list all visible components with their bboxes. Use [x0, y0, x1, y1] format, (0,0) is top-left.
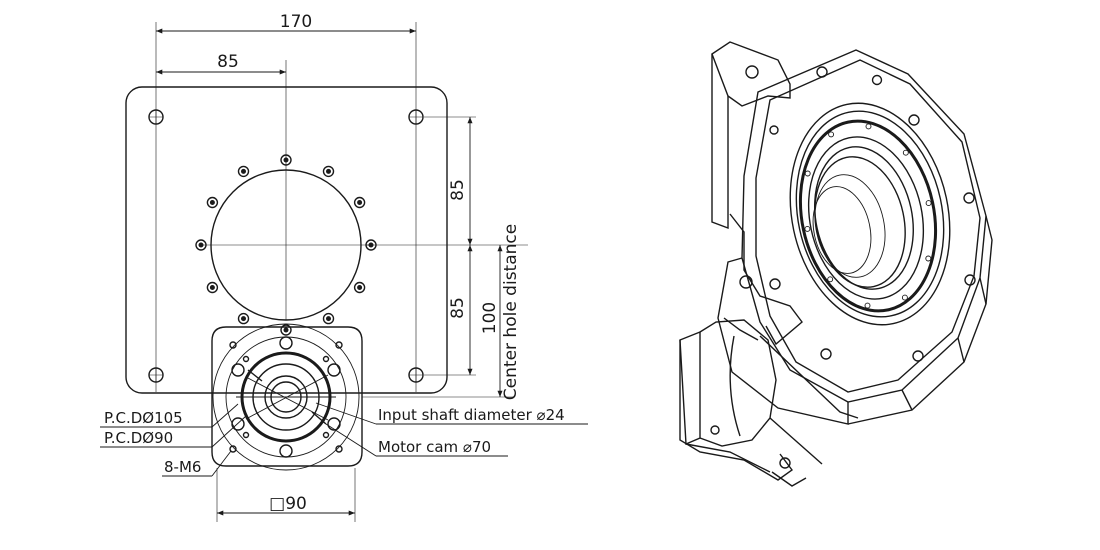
square-90-label: □90	[269, 494, 307, 514]
ring-bolt-hole	[827, 276, 834, 283]
bore-bolt-hole	[322, 165, 335, 178]
dim-85-h-label: 85	[217, 52, 239, 72]
bore-bolt-hole-core	[198, 242, 204, 248]
dimension-170: 170	[156, 12, 416, 34]
pcd-90-label: P.C.DØ90	[104, 429, 173, 447]
motor-flange	[211, 323, 363, 471]
ring-bolt-hole	[864, 302, 871, 309]
motor-cam-callout: Motor cam ⌀70	[325, 423, 508, 457]
ring-bolt-hole	[865, 123, 872, 130]
pcd-90-callout: P.C.DØ90	[100, 415, 247, 448]
bore-bolt-hole	[280, 154, 292, 166]
pcd-105-callout: P.C.DØ105	[100, 403, 239, 428]
ring-bolt-hole	[828, 131, 835, 138]
bore-bolt-hole	[280, 324, 292, 336]
bore-bolt-hole	[322, 312, 335, 325]
bore-bolt-hole-core	[283, 327, 289, 333]
bore-bolt-hole-core	[357, 200, 363, 205]
dim-85-upper-label: 85	[448, 179, 468, 201]
bore-bolt-hole	[353, 196, 366, 209]
pcd-105-label: P.C.DØ105	[104, 409, 183, 427]
bore-bolt-hole-core	[209, 285, 215, 290]
bore-bolt-hole	[353, 281, 366, 294]
dim-85-lower-label: 85	[448, 297, 468, 319]
mounting-plate	[125, 22, 448, 394]
bore-bolt-hole	[237, 312, 250, 325]
bolt-circle	[195, 154, 377, 336]
ring-bolt-hole	[804, 225, 811, 232]
dimension-center-100: 100 Center hole distance	[362, 224, 521, 400]
bore-bolt-hole-core	[326, 168, 331, 174]
bore-bolt-hole-core	[283, 157, 289, 163]
input-shaft-callout: Input shaft diameter ⌀24	[315, 402, 588, 425]
output-bore	[195, 60, 377, 336]
ring-bolt-hole	[925, 255, 932, 262]
center-hole-distance-label: Center hole distance	[501, 224, 521, 400]
ring-bolt-hole	[902, 149, 909, 156]
bolt-holes-label: 8-M6	[164, 458, 201, 476]
bore-bolt-hole	[195, 239, 207, 251]
bore-bolt-hole-core	[241, 168, 246, 174]
bore-bolt-hole-core	[326, 316, 331, 322]
ring-bolt-holes	[804, 123, 932, 309]
motor-cam-label: Motor cam ⌀70	[378, 438, 491, 456]
dimension-square-90: □90	[216, 468, 356, 522]
dim-100-label: 100	[480, 302, 500, 334]
dimension-85-horizontal: 85	[156, 52, 286, 75]
bore-bolt-hole-core	[241, 316, 246, 322]
input-shaft-label: Input shaft diameter ⌀24	[378, 406, 565, 424]
bore-bolt-hole	[237, 165, 250, 178]
bore-bolt-hole-core	[357, 285, 363, 290]
bore-bolt-hole	[206, 281, 219, 294]
bolt-holes-callout: 8-M6	[162, 450, 232, 477]
isometric-view	[679, 41, 993, 487]
ring-bolt-hole	[901, 294, 908, 301]
bore-bolt-hole-core	[209, 200, 215, 205]
dim-170-label: 170	[280, 12, 312, 32]
ring-bolt-hole	[925, 200, 932, 207]
ring-bolt-hole	[804, 170, 811, 177]
bore-bolt-hole	[206, 196, 219, 209]
